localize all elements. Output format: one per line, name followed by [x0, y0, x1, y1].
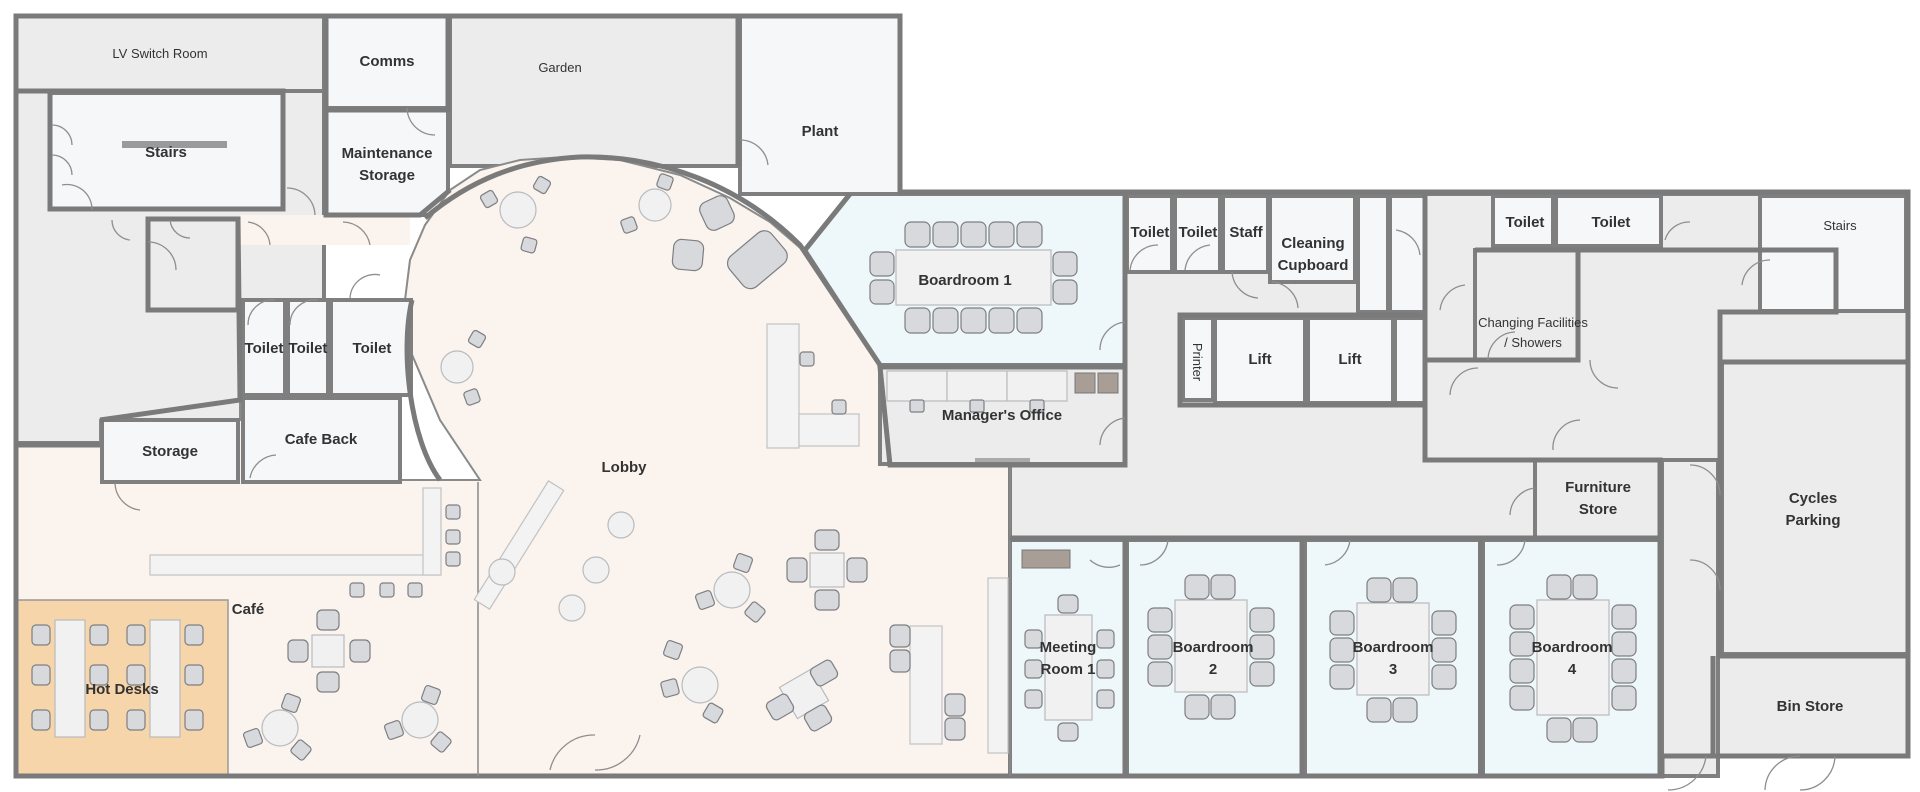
label-cafe: Café	[232, 601, 265, 618]
managers-office-furniture	[886, 370, 1119, 462]
label-maintenance-line-2: Storage	[359, 167, 415, 184]
toilet-c-room	[329, 298, 413, 397]
toilet-g-room	[1554, 194, 1663, 248]
garden-area	[448, 14, 740, 168]
wall-segment-13	[1422, 196, 1663, 538]
label-cycles-line-1: Cycles	[1789, 490, 1837, 507]
hot-desk-furniture	[31, 619, 204, 738]
boardroom-3-furniture	[1329, 577, 1457, 723]
wall-segment-16	[1717, 362, 1908, 659]
outer-wall	[13, 13, 1911, 779]
stair-bar	[122, 141, 227, 148]
meeting-room-1-furniture	[1021, 549, 1115, 742]
cleaning-cupboard-room	[1268, 194, 1357, 284]
label-managers-office: Manager's Office	[942, 407, 1062, 424]
label-meeting-line-2: Room 1	[1040, 661, 1095, 678]
lobby-left-strip	[240, 215, 410, 245]
cafe-back-room	[241, 396, 402, 484]
label-toilet-a: Toilet	[245, 340, 284, 357]
label-toilet-c: Toilet	[353, 340, 392, 357]
wall-segment-11	[1122, 538, 1484, 776]
label-toilet-b: Toilet	[289, 340, 328, 357]
toilet-f-room	[1491, 194, 1555, 248]
label-boardroom-3-line-2: 3	[1389, 661, 1397, 678]
label-furniture-line-2: Store	[1579, 501, 1617, 518]
printer-niche	[1181, 316, 1215, 402]
label-garden: Garden	[538, 60, 581, 75]
boardroom-1-furniture	[869, 221, 1078, 334]
wall-segment-14	[1475, 247, 1908, 365]
label-bin-store: Bin Store	[1777, 698, 1844, 715]
label-printer: Printer	[1190, 343, 1205, 382]
wall-segment-5	[326, 16, 451, 113]
label-lift-1: Lift	[1248, 351, 1271, 368]
label-toilet-f: Toilet	[1506, 214, 1545, 231]
doors	[51, 107, 1836, 791]
label-boardroom-4-line-1: Boardroom	[1532, 639, 1613, 656]
wall-segment-4	[323, 16, 452, 218]
label-hot-desks: Hot Desks	[85, 681, 158, 698]
lobby-curve-left	[404, 299, 443, 482]
boardroom-2-furniture	[1147, 574, 1275, 720]
lobby-furniture	[440, 173, 1009, 754]
plant-room	[738, 14, 902, 196]
label-changing-line-2: / Showers	[1504, 335, 1562, 350]
label-lobby: Lobby	[602, 459, 648, 476]
label-boardroom-3-line-1: Boardroom	[1353, 639, 1434, 656]
storage-room	[100, 418, 240, 484]
toilet-e-room	[1173, 194, 1222, 274]
label-meeting-line-1: Meeting	[1040, 639, 1097, 656]
label-cafe-back: Cafe Back	[285, 431, 358, 448]
label-lv-switch-room: LV Switch Room	[112, 46, 207, 61]
wall-segment-9	[877, 194, 1128, 468]
maintenance-storage-room	[324, 108, 450, 217]
wall-segment-3	[13, 93, 100, 448]
label-toilet-g: Toilet	[1592, 214, 1631, 231]
label-plant: Plant	[802, 123, 839, 140]
label-boardroom-2-line-2: 2	[1209, 661, 1217, 678]
lift-1-room	[1213, 316, 1307, 405]
label-storage: Storage	[142, 443, 198, 460]
label-furniture-line-1: Furniture	[1565, 479, 1631, 496]
boardroom-4-furniture	[1509, 574, 1637, 743]
shaft-3	[1393, 316, 1427, 405]
label-staff: Staff	[1229, 224, 1263, 241]
label-lift-2: Lift	[1338, 351, 1361, 368]
wall-segment-8	[803, 192, 852, 252]
label-cleaning-line-2: Cupboard	[1278, 257, 1349, 274]
label-stairs-left: Stairs	[145, 144, 187, 161]
shaft-1	[1356, 194, 1390, 314]
wall-segment-1	[16, 88, 286, 212]
label-boardroom-2-line-1: Boardroom	[1173, 639, 1254, 656]
label-stairs-right: Stairs	[1823, 218, 1857, 233]
label-comms: Comms	[359, 53, 414, 70]
label-toilet-e: Toilet	[1179, 224, 1218, 241]
label-cycles-line-2: Parking	[1785, 512, 1840, 529]
wall-segment-15	[1425, 250, 1581, 363]
furniture-store-room	[1533, 458, 1662, 540]
label-toilet-d: Toilet	[1131, 224, 1170, 241]
stairs-right-room	[1758, 194, 1908, 313]
label-boardroom-1: Boardroom 1	[918, 272, 1011, 289]
toilet-b-room	[286, 298, 330, 397]
curved-wall	[423, 154, 883, 367]
label-cleaning-line-1: Cleaning	[1281, 235, 1344, 252]
cafe-furniture	[149, 487, 461, 761]
label-maintenance-line-1: Maintenance	[342, 145, 433, 162]
cycles-parking-room	[1720, 360, 1910, 656]
right-passage	[1660, 458, 1720, 778]
wall-segment-7	[99, 218, 243, 423]
label-boardroom-4-line-2: 4	[1568, 661, 1577, 678]
label-changing-line-1: Changing Facilities	[1478, 315, 1588, 330]
